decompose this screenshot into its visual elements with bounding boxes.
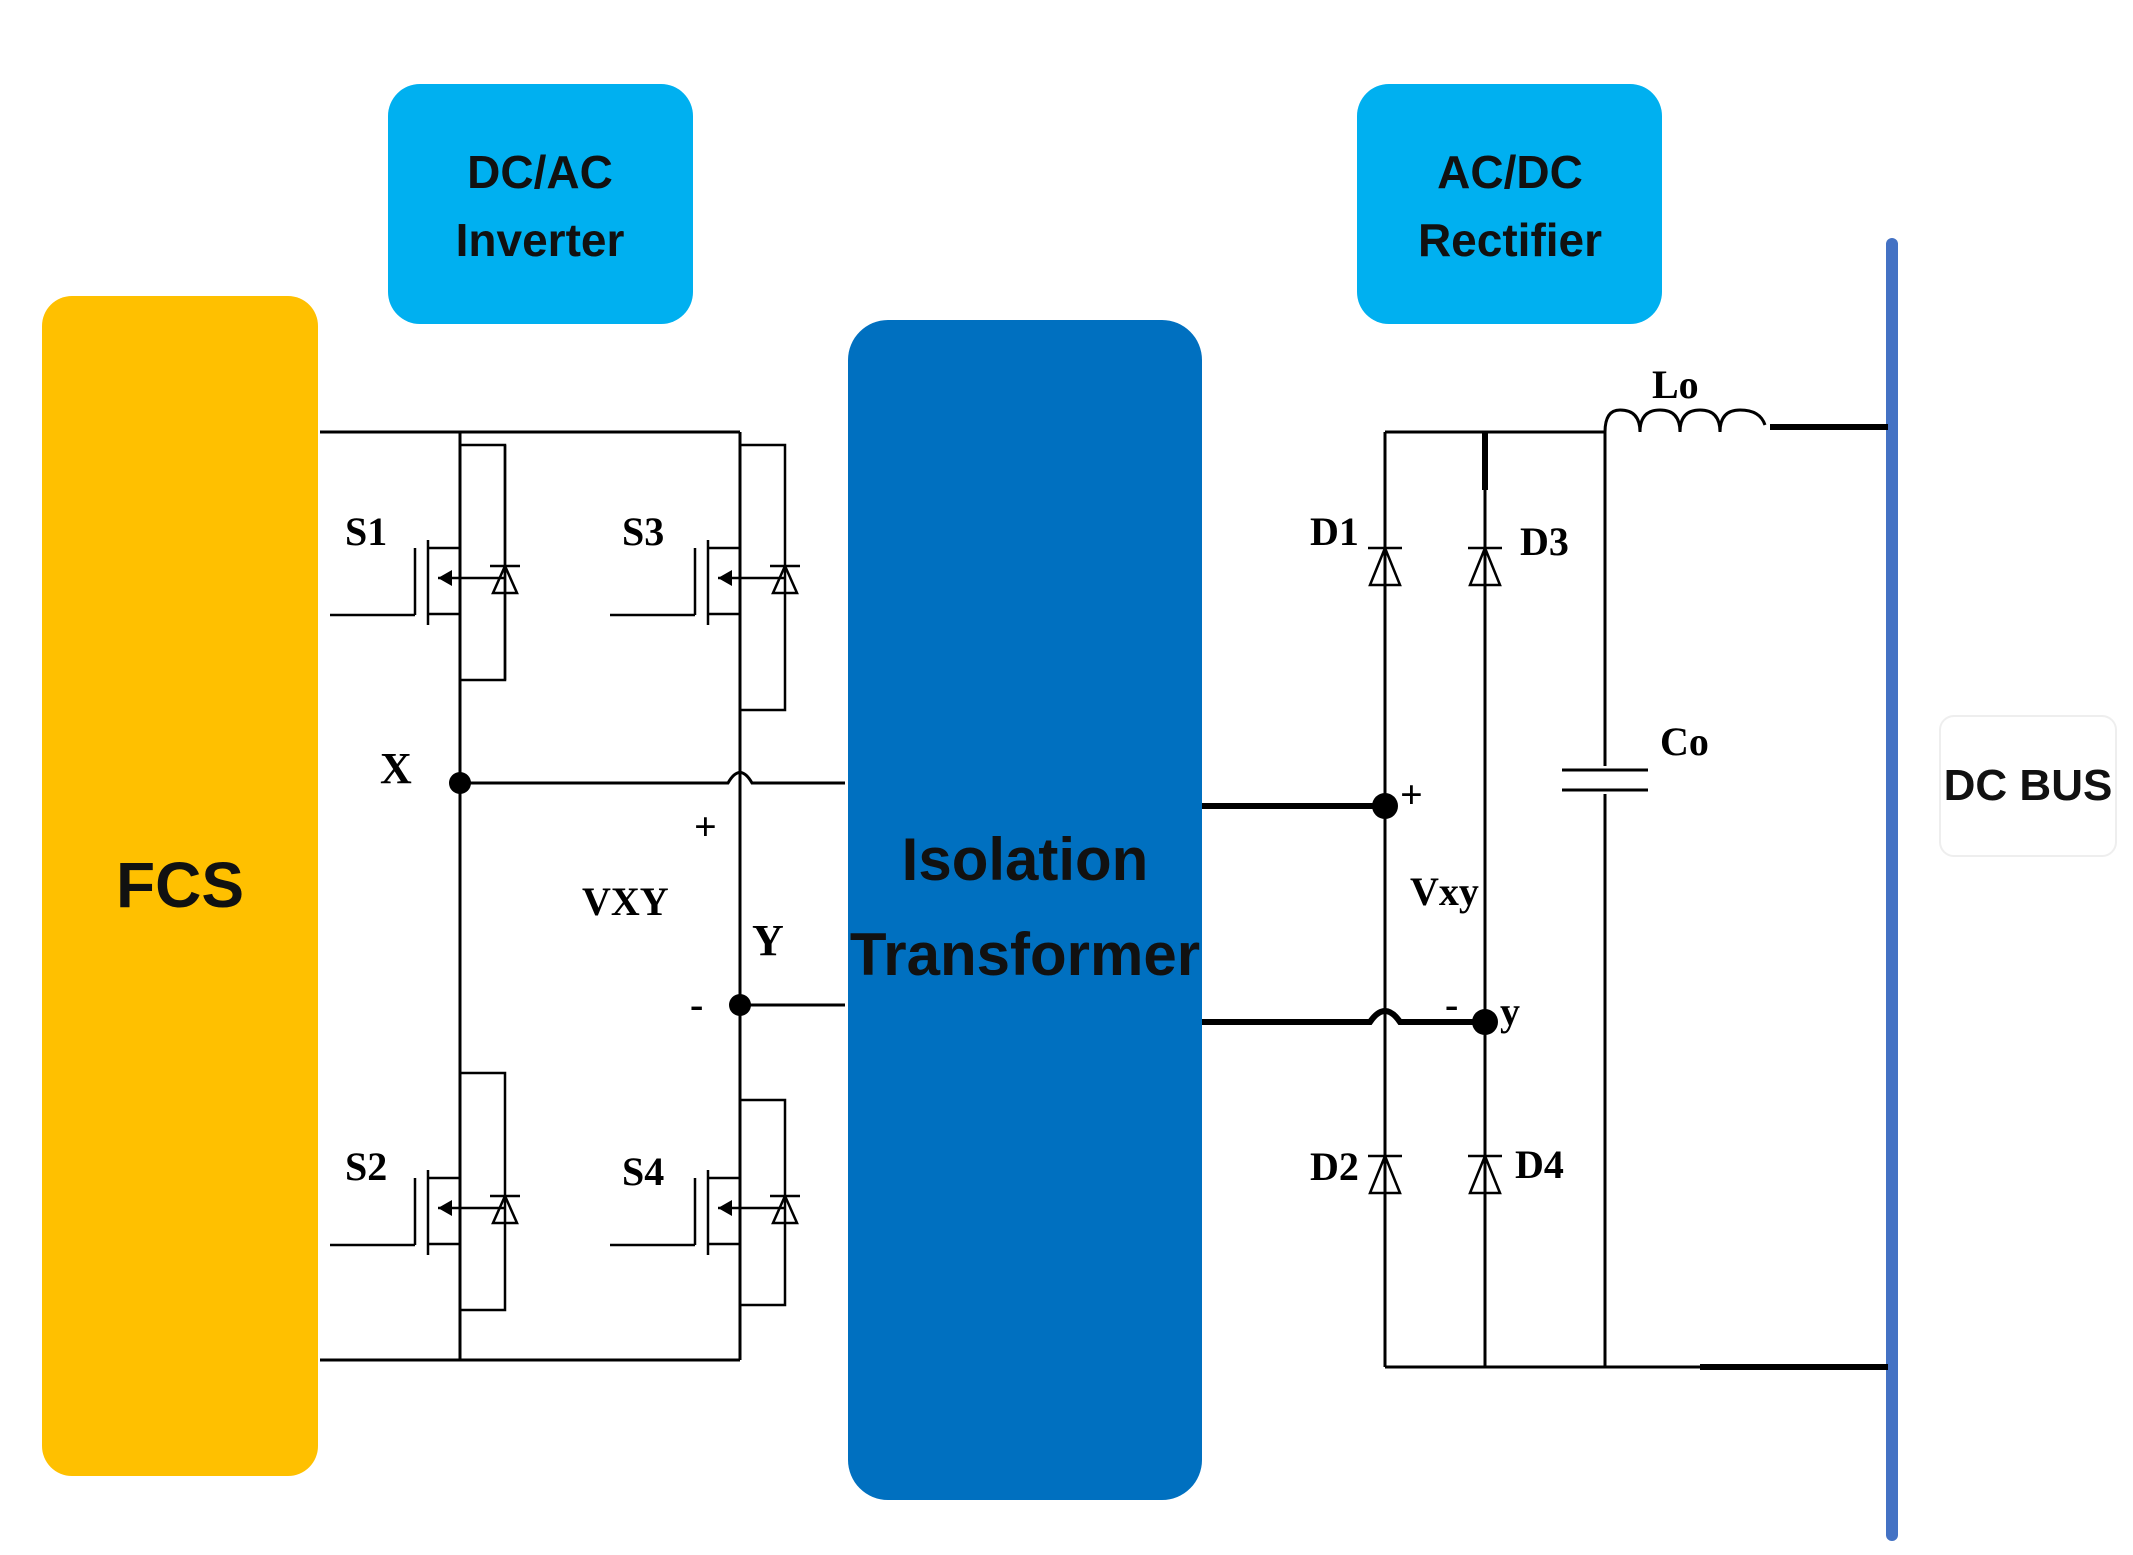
node-y-rectifier xyxy=(1472,1009,1498,1035)
switch-s4 xyxy=(610,1098,800,1307)
label-s1: S1 xyxy=(345,509,387,554)
label-plus-inverter: + xyxy=(694,804,717,849)
rectifier-block xyxy=(1357,84,1662,324)
fcs-label: FCS xyxy=(116,849,244,921)
transformer-label-line2: Transformer xyxy=(850,921,1200,988)
inverter-block xyxy=(388,84,693,324)
capacitor-co xyxy=(1560,766,1650,794)
label-minus-inverter: - xyxy=(690,982,703,1027)
switch-s2 xyxy=(330,1071,520,1312)
x-to-transformer-wire xyxy=(460,771,845,785)
inverter-label-line2: Inverter xyxy=(456,214,625,266)
rectifier-label-line1: AC/DC xyxy=(1437,146,1583,198)
transformer-label-line1: Isolation xyxy=(902,826,1149,893)
node-plus-rectifier xyxy=(1372,793,1398,819)
node-y xyxy=(729,994,751,1016)
label-node-y-rectifier: y xyxy=(1500,989,1520,1034)
label-vxy-rectifier: Vxy xyxy=(1410,869,1479,914)
node-x xyxy=(449,772,471,794)
label-s2: S2 xyxy=(345,1144,387,1189)
label-node-x: X xyxy=(380,744,412,793)
diode-d1 xyxy=(1368,544,1402,587)
label-vxy-inverter: VXY xyxy=(582,879,669,924)
label-co: Co xyxy=(1660,719,1709,764)
label-d4: D4 xyxy=(1515,1142,1564,1187)
inverter-label-line1: DC/AC xyxy=(467,146,613,198)
switch-s1 xyxy=(330,443,520,682)
diode-d2 xyxy=(1368,1152,1402,1195)
label-minus-rectifier: - xyxy=(1445,982,1458,1027)
fcs-block xyxy=(42,296,318,1476)
transformer-to-y-node xyxy=(1202,1008,1485,1025)
label-lo: Lo xyxy=(1652,362,1699,407)
dc-bus-label: DC BUS xyxy=(1944,761,2113,810)
inductor-lo xyxy=(1603,408,1767,433)
label-node-y: Y xyxy=(752,916,784,965)
rectifier-label-line2: Rectifier xyxy=(1418,214,1602,266)
label-s3: S3 xyxy=(622,509,664,554)
label-d1: D1 xyxy=(1310,509,1359,554)
dc-bus-label-box xyxy=(1939,715,2117,857)
label-d3: D3 xyxy=(1520,519,1569,564)
label-plus-rectifier: + xyxy=(1400,772,1423,817)
label-d2: D2 xyxy=(1310,1144,1359,1189)
transformer-block xyxy=(848,320,1202,1500)
diode-d4 xyxy=(1468,1152,1502,1195)
switch-s3 xyxy=(610,443,800,712)
label-s4: S4 xyxy=(622,1149,664,1194)
diode-d3 xyxy=(1468,544,1502,587)
